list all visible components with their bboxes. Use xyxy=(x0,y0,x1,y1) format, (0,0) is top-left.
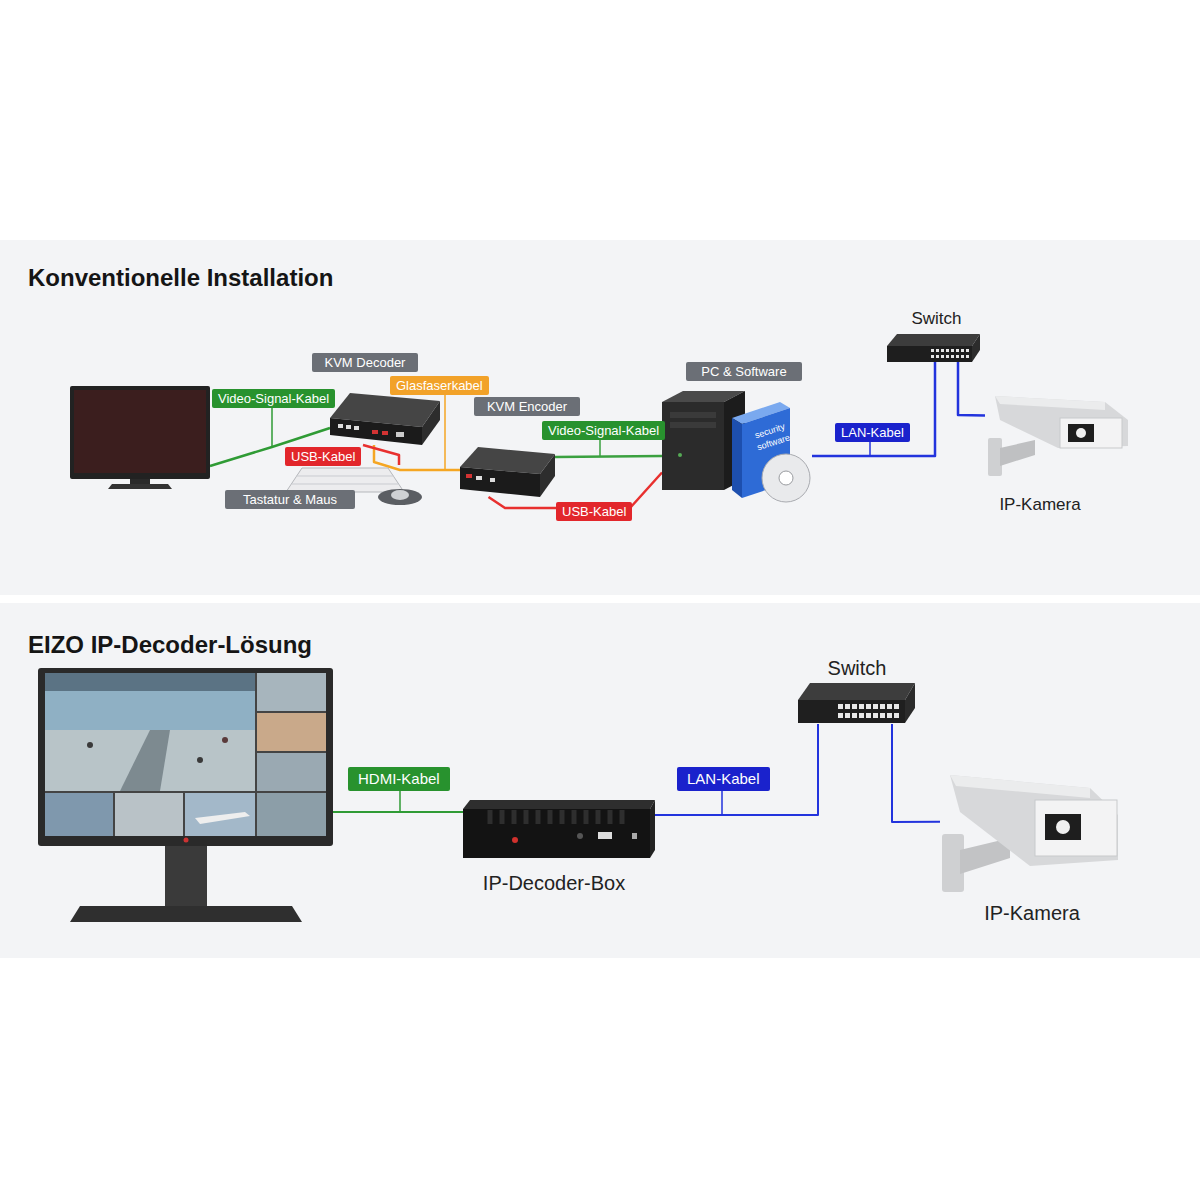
cable-tag: HDMI-Kabel xyxy=(348,767,450,791)
device-label: Switch xyxy=(757,655,957,681)
kvm-encoder: KVM Encoder xyxy=(460,447,555,497)
device-tag: Tastatur & Maus xyxy=(225,490,355,509)
network-switch: Switch xyxy=(798,683,915,724)
keyboard-mouse: Tastatur & Maus xyxy=(280,465,420,505)
device-label: IP-Kamera xyxy=(985,494,1095,516)
pc-software: PC & Software xyxy=(662,390,812,500)
cable-tag: LAN-Kabel xyxy=(835,423,910,442)
device-label: IP-Decoder-Box xyxy=(454,870,654,896)
section-title: EIZO IP-Decoder-Lösung xyxy=(28,629,312,660)
ip-camera: IP-Kamera xyxy=(940,770,1118,893)
ip-camera: IP-Kamera xyxy=(985,390,1128,475)
cable-tag: USB-Kabel xyxy=(556,502,632,521)
kvm-decoder: KVM Decoder xyxy=(330,393,440,445)
section-band: Konventionelle InstallationKVM DecoderTa… xyxy=(0,240,1200,595)
device-tag: KVM Decoder xyxy=(312,353,418,372)
cable-tag: Glasfaserkabel xyxy=(390,376,489,395)
cable-tag: LAN-Kabel xyxy=(677,767,770,791)
cable-tag: Video-Signal-Kabel xyxy=(212,389,335,408)
network-switch: Switch xyxy=(887,335,980,362)
device-tag: KVM Encoder xyxy=(474,397,580,416)
cable-tag: Video-Signal-Kabel xyxy=(542,421,665,440)
section-band: EIZO IP-Decoder-LösungIP-Decoder-Box Swit… xyxy=(0,603,1200,958)
device-label: IP-Kamera xyxy=(932,900,1132,926)
device-tag: PC & Software xyxy=(686,362,802,381)
ip-decoder-box: IP-Decoder-Box xyxy=(463,800,655,858)
device-label: Switch xyxy=(880,308,993,330)
section-title: Konventionelle Installation xyxy=(28,262,333,293)
cable-tag: USB-Kabel xyxy=(285,447,361,466)
